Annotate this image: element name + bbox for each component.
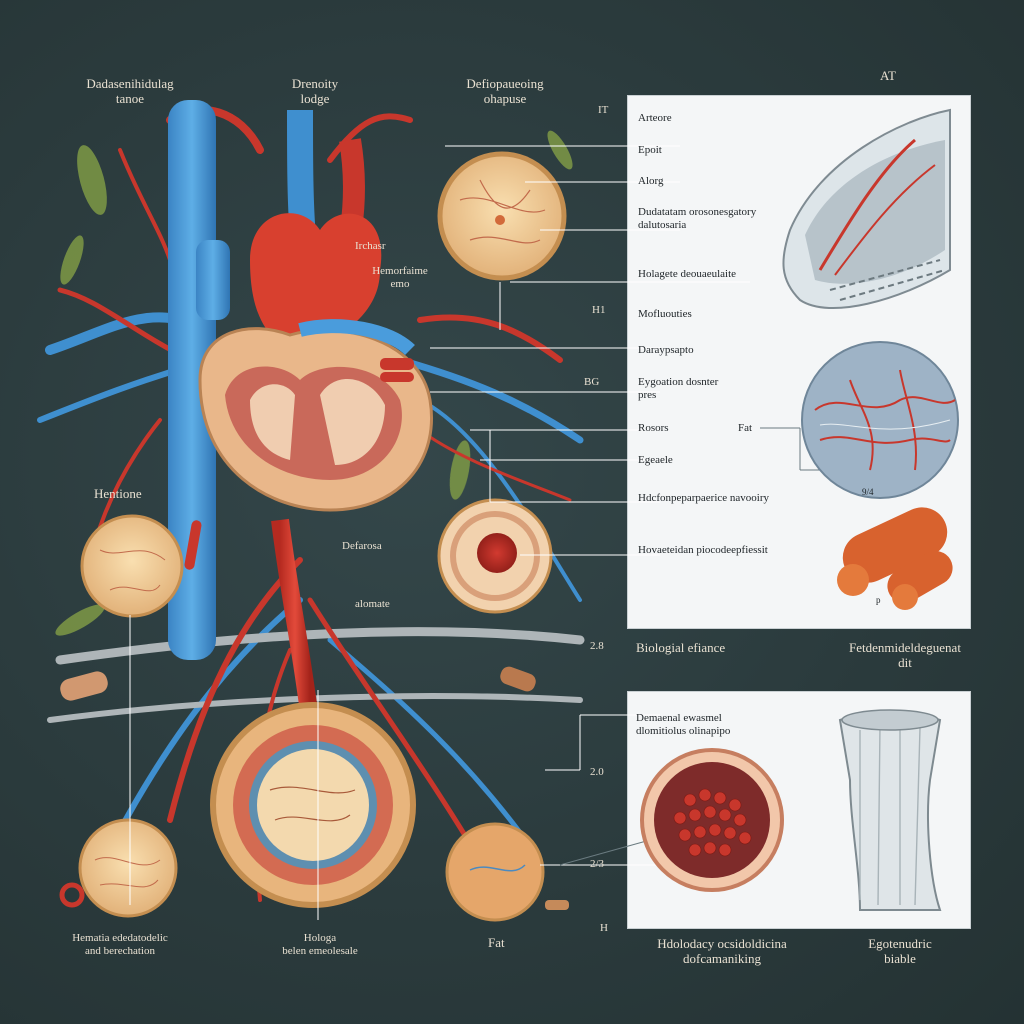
label-bottom-left-line1: Hematia ededatodelic: [72, 932, 168, 944]
panel-item-8: Rosors: [638, 422, 669, 434]
panel-item-7: Eygoation dosnter pres: [638, 376, 719, 401]
panel-corner-label: AT: [880, 68, 896, 83]
top-label-left-line1: Dadasenihidulag: [86, 76, 174, 91]
label-bottom-mid: Hologa belen emeolesale: [250, 932, 390, 958]
label-hemorfaime: Hemorfaime emo: [345, 265, 455, 291]
bottom-panel-caption-line1: Demaenal ewasmel: [636, 712, 722, 724]
tissue-sample-red-core: [437, 498, 553, 614]
tissue-sample-top: [437, 151, 567, 281]
bottom-label-right: Egotenudric biable: [840, 936, 960, 966]
top-label-mid-line1: Drenoity: [291, 76, 339, 91]
bottom-label-left: Hdolodacy ocsidoldicina dofcamaniking: [622, 936, 822, 966]
heart-illustration: [198, 213, 433, 512]
label-defarosa: Defarosa: [342, 540, 382, 552]
label-bottom-left: Hematia ededatodelic and berechation: [20, 932, 220, 958]
label-fat-bottom: Fat: [488, 935, 505, 950]
label-alomate: alomate: [355, 598, 390, 610]
top-label-mid-line2: lodge: [300, 91, 330, 106]
leader-lines: [129, 145, 860, 920]
mid-label-right: Fetdenmideldeguenat dit: [820, 640, 990, 670]
fat-cells-illustration: [837, 507, 953, 610]
top-label-right-line1: Defiopaueoing: [466, 76, 544, 91]
label-irchasr: Irchasr: [355, 240, 386, 252]
label-bottom-mid-line1: Hologa: [303, 932, 337, 944]
bottom-label-right-line1: Egotenudric: [868, 936, 932, 951]
top-label-left: Dadasenihidulag tanoe: [50, 76, 210, 106]
vessel-segment-illustration: [838, 709, 942, 911]
bottom-panel-caption: Demaenal ewasmel dlomitiolus olinapipo: [636, 712, 806, 738]
panel-item-1: Epoit: [638, 144, 662, 156]
tissue-sample-left: [80, 514, 184, 618]
label-bottom-left-line2: and berechation: [85, 945, 155, 957]
panel-item-3: Dudatatam orosonesgatory dalutosaria: [638, 206, 757, 231]
panel-item-9: Egeaele: [638, 454, 673, 466]
panel-item-5: Mofluouties: [638, 308, 692, 320]
bottom-panel-caption-line2: dlomitiolus olinapipo: [636, 725, 731, 737]
panel-fat-scale: 9/4: [862, 487, 874, 497]
mid-label-right-line2: dit: [898, 655, 912, 670]
tissue-sample-fat: [445, 822, 545, 922]
tissue-sample-large: [210, 702, 416, 908]
top-label-right-line2: ohapuse: [483, 91, 527, 106]
label-hemorfaime-line2: emo: [390, 278, 410, 290]
panel-item-2: Alorg: [638, 175, 664, 187]
top-label-right: Defiopaueoing ohapuse: [430, 76, 580, 106]
marker-h: H: [600, 922, 608, 934]
panel-p-marker: p: [876, 595, 881, 605]
bottom-label-left-line1: Hdolodacy ocsidoldicina: [657, 936, 787, 951]
label-hentione: Hentione: [94, 486, 142, 501]
panel-item-11: Hovaeteidan piocodeepfiessit: [638, 544, 768, 556]
tissue-sample-bottom-left: [78, 818, 178, 918]
panel-item-6: Daraypsapto: [638, 344, 694, 356]
mid-label-right-line1: Fetdenmideldeguenat: [849, 640, 961, 655]
artery-wall-illustration: [782, 108, 951, 309]
marker-it: IT: [598, 104, 609, 116]
red-blood-cell-sample: [640, 748, 784, 892]
marker-h1: H1: [592, 304, 606, 316]
top-label-left-line2: tanoe: [115, 91, 145, 106]
panel-fat-callout: Fat: [738, 422, 753, 434]
marker-2-8: 2.8: [590, 640, 604, 652]
capillary-network-illustration: [801, 341, 959, 499]
panel-item-4: Holagete deouaeulaite: [638, 268, 737, 280]
marker-2-3: 2/3: [590, 858, 605, 870]
small-tissue-fragments: [59, 520, 569, 910]
top-label-mid: Drenoity lodge: [260, 76, 370, 106]
panel-item-0: Arteore: [638, 112, 672, 124]
marker-2-0: 2.0: [590, 766, 604, 778]
bottom-label-right-line2: biable: [884, 951, 916, 966]
label-bottom-mid-line2: belen emeolesale: [282, 945, 358, 957]
bottom-label-left-line2: dofcamaniking: [683, 951, 761, 966]
label-hemorfaime-line1: Hemorfaime: [372, 265, 428, 277]
marker-bg: BG: [584, 376, 600, 388]
panel-item-10: Hdcfonpeparpaerice navooiry: [638, 492, 770, 504]
mid-label-left: Biologial efiance: [636, 640, 726, 655]
